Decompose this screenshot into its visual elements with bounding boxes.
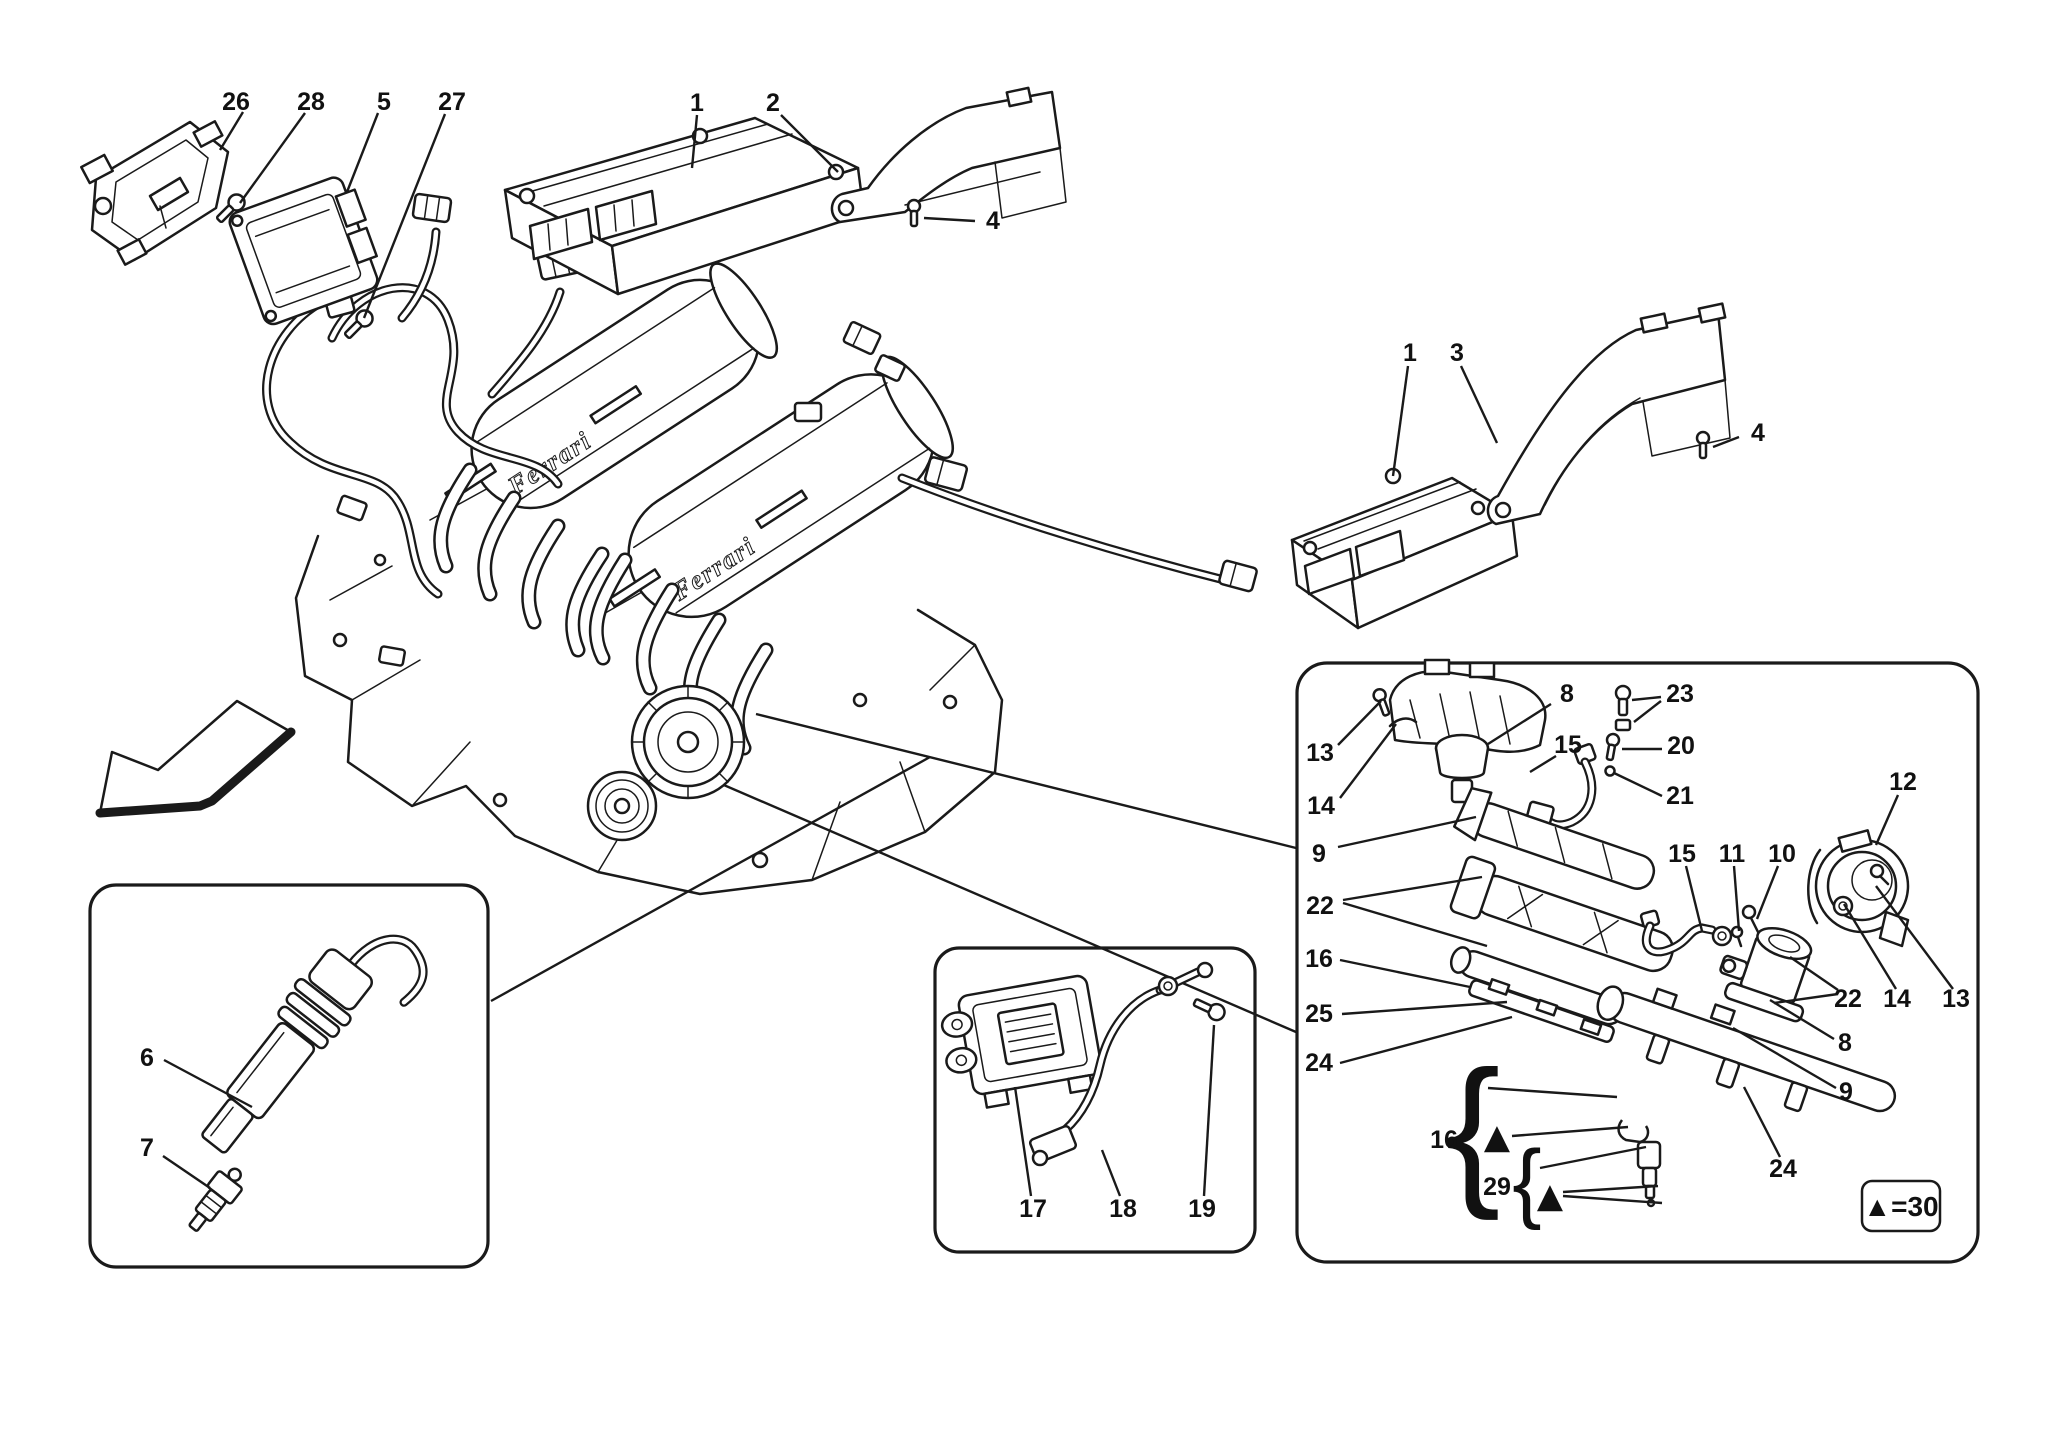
leader-line bbox=[651, 752, 1297, 1034]
screw-4-top bbox=[906, 198, 922, 228]
callout-22: 22 bbox=[1306, 892, 1334, 920]
callout-6: 6 bbox=[140, 1044, 154, 1072]
triangle-marker: ▲ bbox=[1537, 1176, 1564, 1216]
callout-8: 8 bbox=[1560, 680, 1574, 708]
group-brace-29: { bbox=[1512, 1131, 1541, 1230]
cable-15 bbox=[1525, 742, 1597, 830]
callout-1: 1 bbox=[1403, 339, 1417, 367]
bolt-11 bbox=[1730, 925, 1744, 948]
ecu-1-right bbox=[1290, 467, 1519, 630]
callout-4: 4 bbox=[986, 207, 1000, 235]
screw-19 bbox=[1192, 998, 1226, 1022]
bolt-10 bbox=[1741, 904, 1760, 934]
callout-2: 2 bbox=[766, 89, 780, 117]
callout-9: 9 bbox=[1312, 840, 1326, 868]
callout-14: 14 bbox=[1307, 792, 1335, 820]
legend-box: ▲=30 bbox=[1860, 1179, 1942, 1233]
callout-24: 24 bbox=[1769, 1155, 1797, 1183]
callout-25: 25 bbox=[1305, 1000, 1333, 1028]
coil-detail-box bbox=[88, 883, 490, 1269]
screw-28 bbox=[215, 193, 246, 224]
callout-22: 22 bbox=[1834, 985, 1862, 1013]
callout-17: 17 bbox=[1019, 1195, 1047, 1223]
spark-plug bbox=[188, 1167, 243, 1232]
callout-5: 5 bbox=[377, 88, 391, 116]
crank-pulley bbox=[586, 770, 658, 842]
ecu-bracket-26 bbox=[80, 120, 230, 266]
callout-11: 11 bbox=[1719, 840, 1746, 868]
injector-29 bbox=[1617, 1119, 1662, 1208]
engine-assembly: Ferrari Ferrari bbox=[262, 192, 1258, 896]
callout-10: 10 bbox=[1768, 840, 1796, 868]
callout-9: 9 bbox=[1839, 1078, 1853, 1106]
callout-29: 29 bbox=[1483, 1173, 1511, 1201]
callout-8: 8 bbox=[1838, 1029, 1852, 1057]
control-module-17 bbox=[940, 974, 1103, 1109]
rail-cover-22-lower bbox=[1449, 855, 1675, 973]
callout-15: 15 bbox=[1668, 840, 1696, 868]
bolt-23 bbox=[1614, 684, 1632, 732]
ecu-5 bbox=[228, 176, 379, 326]
callout-labels: 26 28 5 27 1 2 4 1 3 4 6 7 17 18 19 13 1… bbox=[140, 88, 1970, 1223]
cable-15-lower bbox=[1639, 909, 1733, 957]
pressure-sensor-8 bbox=[1434, 733, 1490, 804]
callout-24: 24 bbox=[1305, 1049, 1333, 1077]
callout-28: 28 bbox=[297, 88, 325, 116]
triangle-marker: ▲ bbox=[1484, 1117, 1511, 1157]
leader-line bbox=[755, 712, 1297, 850]
callout-4: 4 bbox=[1751, 419, 1765, 447]
callout-16: 16 bbox=[1305, 945, 1333, 973]
ecu-bracket-2 bbox=[830, 86, 1067, 224]
callout-leader-lines bbox=[162, 111, 1954, 1205]
wiring-harness bbox=[262, 227, 1237, 599]
group-brace-16: { bbox=[1445, 1037, 1500, 1221]
injection-detail-box: { { ▲ ▲ ▲=30 bbox=[1295, 658, 1980, 1264]
callout-14: 14 bbox=[1883, 985, 1911, 1013]
callout-13: 13 bbox=[1306, 739, 1334, 767]
callout-23: 23 bbox=[1666, 680, 1694, 708]
screw-4-right bbox=[1695, 430, 1711, 460]
screw-13 bbox=[1372, 687, 1391, 717]
ignition-coil bbox=[201, 934, 428, 1154]
callout-15: 15 bbox=[1554, 731, 1582, 759]
callout-16: 16 bbox=[1430, 1126, 1458, 1154]
callout-12: 12 bbox=[1889, 768, 1917, 796]
rail-cover-22-upper bbox=[1452, 786, 1656, 890]
module-detail-box bbox=[933, 946, 1257, 1254]
callout-13: 13 bbox=[1942, 985, 1970, 1013]
ecu-bracket-3 bbox=[1486, 302, 1731, 526]
intake-runners bbox=[433, 462, 610, 658]
screw-27 bbox=[343, 309, 374, 340]
clamp-14 bbox=[1388, 717, 1418, 728]
alternator bbox=[630, 684, 746, 800]
support-bracket-18 bbox=[1028, 961, 1214, 1167]
callout-1: 1 bbox=[690, 89, 704, 117]
ecu-1-top bbox=[503, 116, 866, 296]
callout-18: 18 bbox=[1109, 1195, 1137, 1223]
callout-7: 7 bbox=[140, 1134, 154, 1162]
callout-19: 19 bbox=[1188, 1195, 1216, 1223]
callout-27: 27 bbox=[438, 88, 466, 116]
callout-20: 20 bbox=[1667, 732, 1695, 760]
legend-label: ▲=30 bbox=[1863, 1191, 1938, 1222]
ball-21 bbox=[1604, 765, 1616, 777]
callout-21: 21 bbox=[1666, 782, 1694, 810]
callout-3: 3 bbox=[1450, 339, 1464, 367]
direction-arrow bbox=[95, 699, 296, 818]
callout-26: 26 bbox=[222, 88, 250, 116]
leader-line bbox=[490, 755, 931, 1003]
screw-20 bbox=[1605, 732, 1621, 762]
